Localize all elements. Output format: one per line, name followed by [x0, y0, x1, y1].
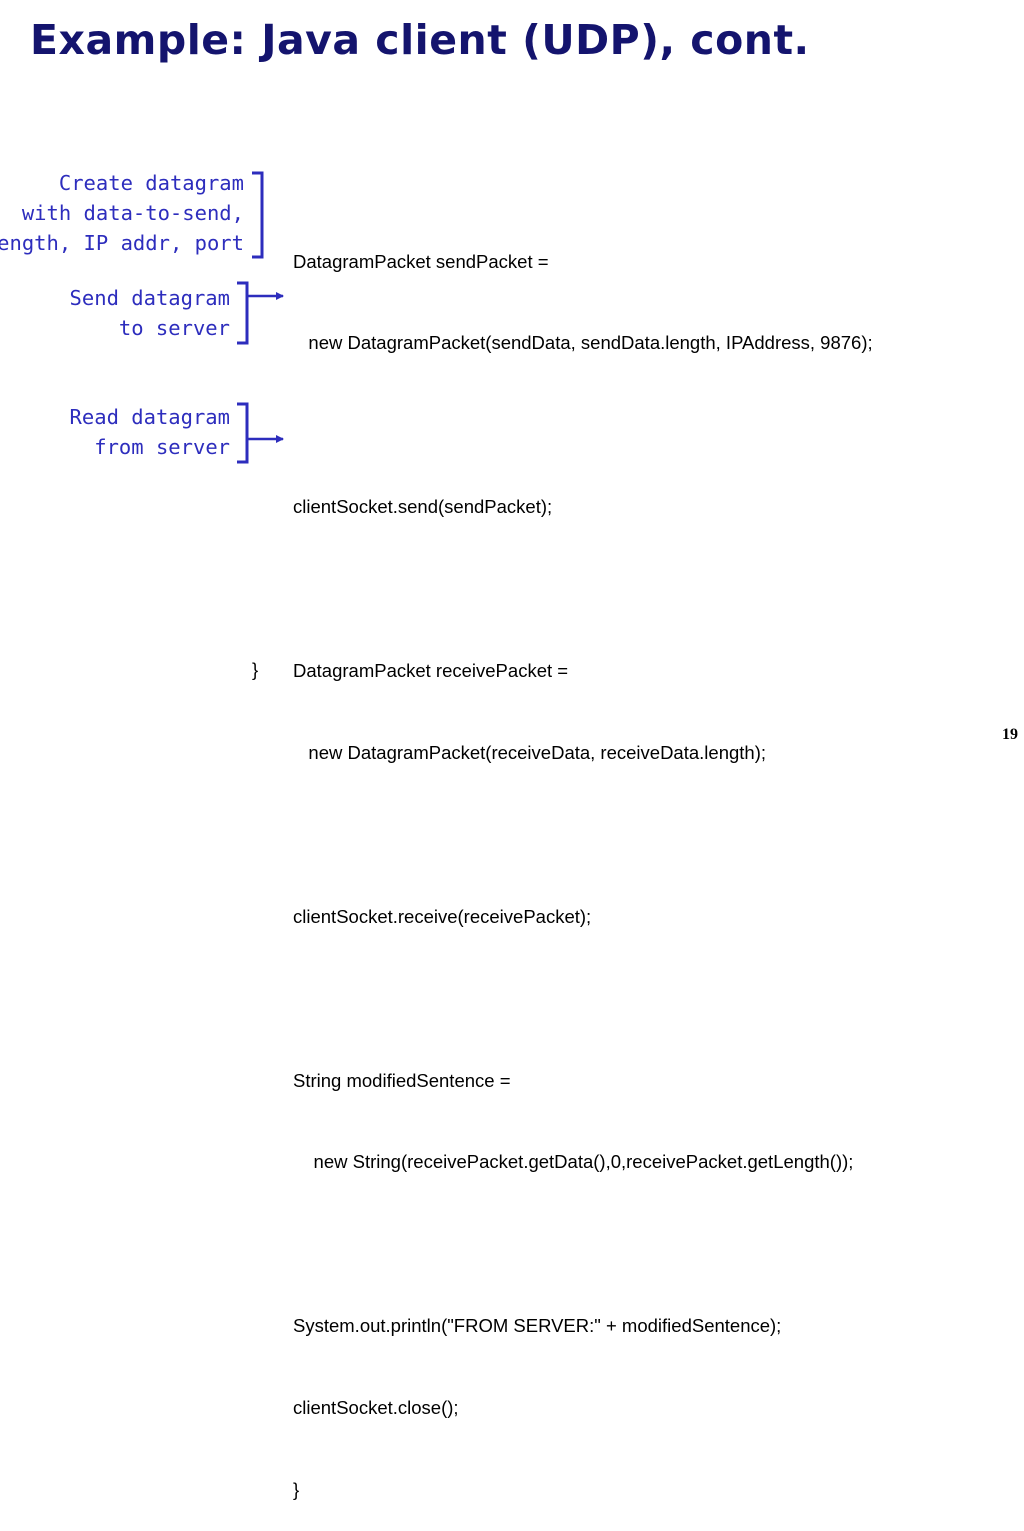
code-line: [293, 411, 873, 438]
slide-title: Example: Java client (UDP), cont.: [30, 16, 810, 64]
code-line: }: [293, 1478, 300, 1500]
code-line: System.out.println("FROM SERVER:" + modi…: [293, 1315, 782, 1337]
annotation-line: with data-to-send,: [21, 201, 244, 225]
bracket-read: [237, 402, 249, 464]
code-line: [293, 1230, 873, 1257]
code-line: [293, 985, 873, 1012]
code-closing-brace: }: [252, 659, 259, 680]
code-line: DatagramPacket sendPacket =: [293, 250, 549, 272]
code-line: String modifiedSentence =: [293, 1069, 511, 1091]
annotation-create-datagram: Create datagram with data-to-send, lengt…: [0, 168, 244, 258]
code-line: clientSocket.send(sendPacket);: [293, 496, 553, 518]
code-line: DatagramPacket receivePacket =: [293, 660, 569, 682]
code-line: [293, 575, 873, 602]
annotation-read-datagram: Read datagram from server: [70, 402, 230, 462]
code-line: new String(receivePacket.getData(),0,rec…: [293, 1151, 854, 1173]
annotation-line: Create datagram: [58, 171, 244, 195]
bracket-create: [252, 171, 264, 259]
bracket-send: [237, 281, 249, 345]
annotation-line: to server: [118, 316, 230, 340]
code-line: [293, 821, 873, 848]
annotation-line: Send datagram: [69, 286, 230, 310]
code-line: clientSocket.close();: [293, 1397, 459, 1419]
annotation-line: length, IP addr, port: [0, 231, 244, 255]
annotation-line: from server: [94, 435, 230, 459]
code-line: clientSocket.receive(receivePacket);: [293, 905, 592, 927]
code-block: DatagramPacket sendPacket = new Datagram…: [293, 193, 873, 1531]
code-line: new DatagramPacket(sendData, sendData.le…: [293, 332, 873, 354]
page-number: 19: [1002, 726, 1018, 743]
annotation-line: Read datagram: [69, 405, 230, 429]
annotation-send-datagram: Send datagram to server: [70, 283, 230, 343]
code-line: new DatagramPacket(receiveData, receiveD…: [293, 741, 766, 763]
